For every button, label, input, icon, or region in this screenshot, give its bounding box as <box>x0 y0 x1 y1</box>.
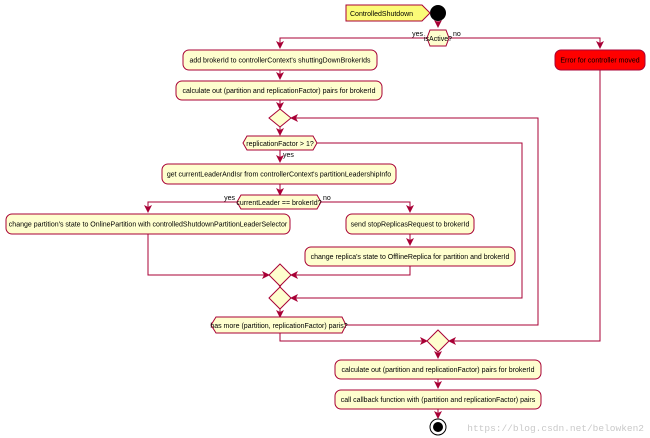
activity-error: Error for controller moved <box>554 49 646 71</box>
decision-label: isActive? <box>424 36 452 43</box>
activity-box <box>334 389 542 410</box>
decision-label: currentLeader == brokerId? <box>236 200 321 207</box>
loop-merge-diamond <box>268 108 292 128</box>
arrow-rf-no <box>290 142 523 302</box>
activity-label: call callback function with (partition a… <box>341 397 536 404</box>
decision-label: replicationFactor > 1? <box>246 141 314 148</box>
activity-send-stop-replicas: send stopReplicasRequest to brokerId <box>345 213 475 235</box>
arrow-isactive-yes-branch <box>276 37 427 49</box>
activity-calc-pairs-2: calculate out (partition and replication… <box>334 359 542 380</box>
activity-box <box>304 246 516 267</box>
decision-diamond <box>210 316 347 334</box>
arrow-change-replica-to-merge <box>290 266 411 279</box>
arrow-isactive-no-branch <box>449 37 604 49</box>
arrow-hasmore-exit <box>279 333 428 345</box>
decision-diamond <box>426 29 450 47</box>
decision-replication-factor: replicationFactor > 1? yes <box>242 135 318 159</box>
branch-label-yes: yes <box>283 152 294 159</box>
activity-box <box>175 80 383 101</box>
activity-label: send stopReplicasRequest to brokerId <box>351 222 470 229</box>
activity-box <box>182 49 378 71</box>
activity-label: get currentLeaderAndIsr from controllerC… <box>167 172 391 179</box>
arrow-change-partition-to-merge <box>147 234 270 279</box>
activity-box <box>334 359 542 380</box>
arrow-leader-yes <box>144 201 237 213</box>
activity-get-leader-isr: get currentLeaderAndIsr from controllerC… <box>161 163 397 185</box>
activity-label: add brokerId to controllerContext's shut… <box>189 58 371 65</box>
activity-label: calculate out (partition and replication… <box>183 88 376 95</box>
arrow-error-to-merge <box>448 70 601 345</box>
decision-label: has more (partition, replicationFactor) … <box>210 323 347 330</box>
activity-label: change replica's state to OfflineReplica… <box>311 254 510 261</box>
activity-calc-pairs-1: calculate out (partition and replication… <box>175 80 383 101</box>
start-node <box>430 5 446 21</box>
note-shape <box>345 4 431 22</box>
activity-callback: call callback function with (partition a… <box>334 389 542 410</box>
activity-change-replica-state: change replica's state to OfflineReplica… <box>304 246 516 267</box>
branch-merge-diamond <box>268 263 292 287</box>
activity-box <box>5 213 291 235</box>
activity-add-broker-id: add brokerId to controllerContext's shut… <box>182 49 378 71</box>
decision-is-active: isActive? yes no <box>412 29 461 47</box>
activity-box <box>345 213 475 235</box>
branch-label-yes: yes <box>224 195 235 202</box>
activity-label: calculate out (partition and replication… <box>342 367 535 374</box>
flow-connectors <box>144 20 604 419</box>
activity-label: change partition's state to OnlinePartit… <box>9 222 288 229</box>
decision-current-leader: currentLeader == brokerId? yes no <box>224 194 331 210</box>
activity-change-partition-state: change partition's state to OnlinePartit… <box>5 213 291 235</box>
rf-merge-diamond <box>268 286 292 310</box>
decision-diamond <box>236 194 322 210</box>
note: ControlledShutdown <box>345 4 431 22</box>
watermark: https://blog.csdn.net/belowken2 <box>467 423 644 434</box>
note-text: ControlledShutdown <box>350 11 413 18</box>
arrow-leader-no <box>321 201 414 213</box>
decision-has-more: has more (partition, replicationFactor) … <box>210 316 348 334</box>
activity-box <box>554 49 646 71</box>
decision-diamond <box>242 135 318 151</box>
branch-label-no: no <box>323 195 331 202</box>
branch-label-yes: yes <box>412 31 423 38</box>
final-merge-diamond <box>426 329 450 353</box>
end-node <box>429 418 447 436</box>
activity-label: Error for controller moved <box>560 58 639 65</box>
branch-label-no: no <box>453 31 461 38</box>
activity-box <box>161 163 397 185</box>
arrow-loop-back <box>290 114 539 326</box>
